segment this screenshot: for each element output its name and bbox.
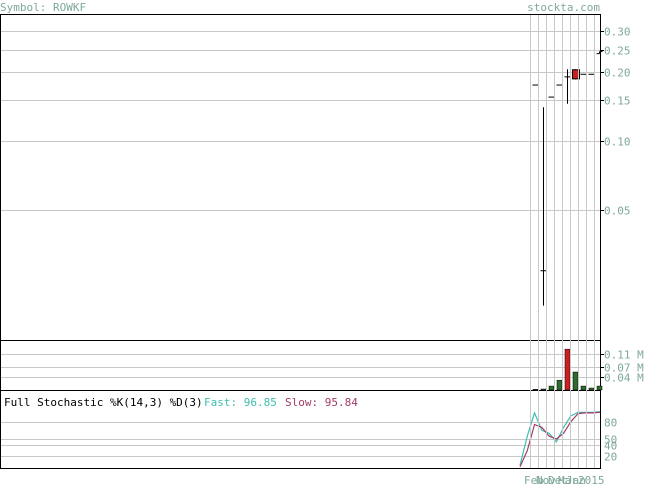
volume-bar [532,389,539,391]
volume-bar [588,387,595,391]
volume-tick-label: 0.07 M [604,362,644,375]
volume-bar [564,348,571,391]
volume-bar [580,385,587,391]
volume-tick-label: 0.04 M [604,372,644,385]
price-tick-label: 0.15 [604,95,631,108]
stochastic-tick-label: 20 [604,451,617,464]
stochastic-panel [0,390,601,469]
stochastic-tick-label: 50 [604,434,617,447]
volume-tick-label: 0.11 M [604,349,644,362]
fast-value-label: Fast: 96.85 [204,396,277,409]
volume-bar [548,385,555,391]
site-label: stockta.com [527,1,600,14]
x-axis-label: Dec [548,474,568,486]
stochastic-title: Full Stochastic %K(14,3) %D(3) [4,396,203,409]
volume-panel [0,340,601,391]
price-tick-label: 0.10 [604,136,631,149]
price-tick-label: 0.05 [604,205,631,218]
volume-bar [540,388,547,391]
stochastic-tick-label: 40 [604,440,617,453]
volume-bar [572,371,579,391]
x-axis-label: 2015 [578,474,605,486]
volume-bar [556,379,563,391]
volume-bar [596,385,603,391]
x-axis-label: Mar [558,474,578,486]
price-tick-label: 0.30 [604,26,631,39]
price-tick-label: 0.20 [604,67,631,80]
price-candle [572,69,580,80]
x-axis-label: Jan [566,474,586,486]
price-tick-label: 0.25 [604,45,631,58]
stochastic-tick-label: 80 [604,417,617,430]
price-panel [0,14,601,341]
x-axis-label: Nov [536,474,556,486]
slow-value-label: Slow: 95.84 [285,396,358,409]
symbol-label: Symbol: ROWKF [0,1,86,14]
x-axis-label: Feb [524,474,544,486]
